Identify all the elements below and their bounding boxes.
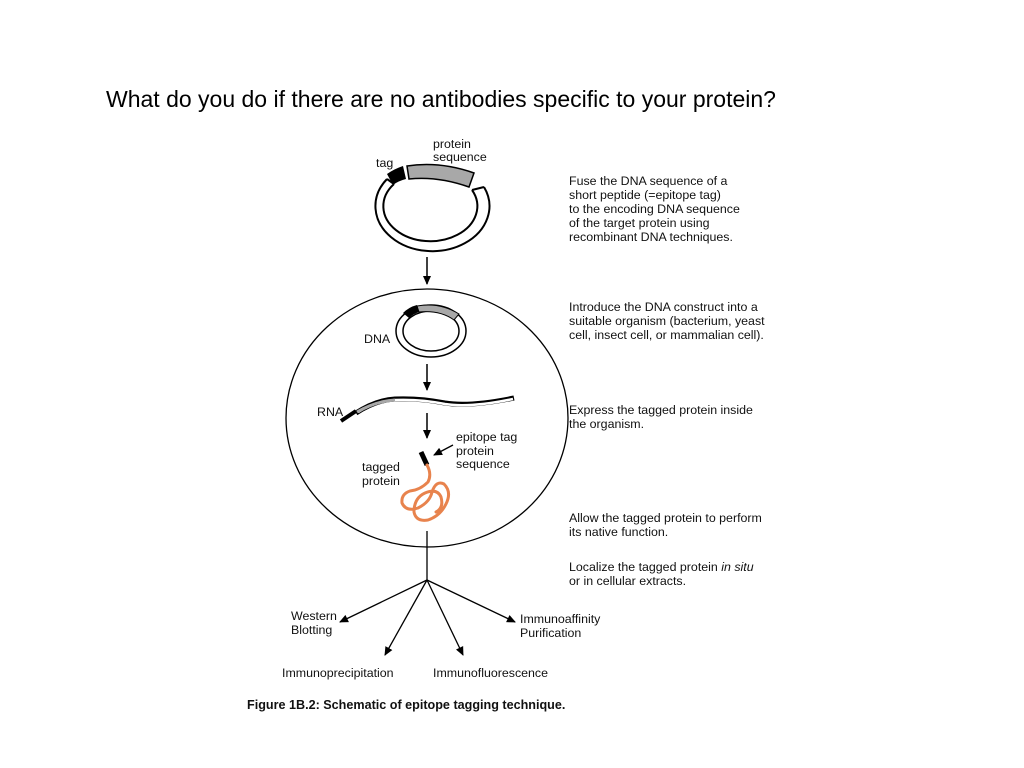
immunoprecipitation-label: Immunoprecipitation: [282, 666, 394, 680]
step-3-description: Express the tagged protein inside the or…: [569, 403, 753, 431]
svg-text:its native function.: its native function.: [569, 525, 668, 539]
svg-text:Introduce the DNA construct in: Introduce the DNA construct into a: [569, 300, 758, 314]
dna-tag-segment: [403, 305, 419, 318]
arrow-immunoprecipitation: [384, 579, 428, 656]
plasmid-in-cell: [395, 304, 467, 358]
svg-text:Fuse the DNA sequence of a: Fuse the DNA sequence of a: [569, 174, 728, 188]
svg-text:recombinant DNA techniques.: recombinant DNA techniques.: [569, 230, 733, 244]
rna-tag: [339, 409, 358, 423]
tagged-protein-label-line2: protein: [362, 474, 400, 488]
western-label-line2: Blotting: [291, 623, 332, 637]
western-label-line1: Western: [291, 609, 337, 623]
tagged-protein-label-line1: tagged: [362, 460, 400, 474]
arrow-immunoaffinity: [426, 579, 516, 623]
svg-text:short peptide (=epitope tag): short peptide (=epitope tag): [569, 188, 721, 202]
svg-text:to the encoding DNA sequence: to the encoding DNA sequence: [569, 202, 740, 216]
plasmid-top: [374, 163, 491, 253]
protein-coil: [400, 463, 451, 522]
epitope-label-line1: epitope tag: [456, 430, 517, 444]
immunofluorescence-label: Immunofluorescence: [433, 666, 548, 680]
arrow-western: [339, 579, 428, 623]
svg-text:or in cellular extracts.: or in cellular extracts.: [569, 574, 686, 588]
svg-text:suitable organism (bacterium,: suitable organism (bacterium, yeast: [569, 314, 765, 328]
svg-text:Localize the tagged protein in: Localize the tagged protein in situ: [569, 560, 754, 574]
tag-label: tag: [376, 156, 393, 170]
arrow-immunofluorescence: [426, 579, 464, 656]
step-2-description: Introduce the DNA construct into a suita…: [569, 300, 765, 342]
protein-sequence-segment: [406, 163, 475, 188]
figure-caption: Figure 1B.2: Schematic of epitope taggin…: [247, 698, 565, 712]
protein-label-line2: sequence: [433, 150, 487, 164]
svg-text:cell, insect cell, or mammalia: cell, insect cell, or mammalian cell).: [569, 328, 764, 342]
epitope-label-line3: sequence: [456, 457, 510, 471]
step-1-description: Fuse the DNA sequence of a short peptide…: [569, 174, 740, 244]
svg-text:Express the tagged protein ins: Express the tagged protein inside: [569, 403, 753, 417]
immunoaffinity-label-line2: Purification: [520, 626, 581, 640]
rna-strand: [339, 395, 515, 423]
svg-text:the organism.: the organism.: [569, 417, 644, 431]
protein-label-line1: protein: [433, 137, 471, 151]
svg-text:Allow the tagged protein to pe: Allow the tagged protein to perform: [569, 511, 762, 525]
step-5-description: Localize the tagged protein in situ or i…: [569, 560, 754, 588]
step-4-description: Allow the tagged protein to perform its …: [569, 511, 762, 539]
dna-label: DNA: [364, 332, 391, 346]
dna-protein-segment: [416, 304, 460, 321]
page-title: What do you do if there are no antibodie…: [106, 86, 776, 112]
epitope-tag: [418, 450, 430, 467]
epitope-pointer-arrow: [433, 444, 454, 456]
epitope-label-line2: protein: [456, 444, 494, 458]
rna-label: RNA: [317, 405, 344, 419]
tag-segment: [387, 166, 406, 185]
immunoaffinity-label-line1: Immunoaffinity: [520, 612, 601, 626]
svg-text:of the target protein using: of the target protein using: [569, 216, 710, 230]
